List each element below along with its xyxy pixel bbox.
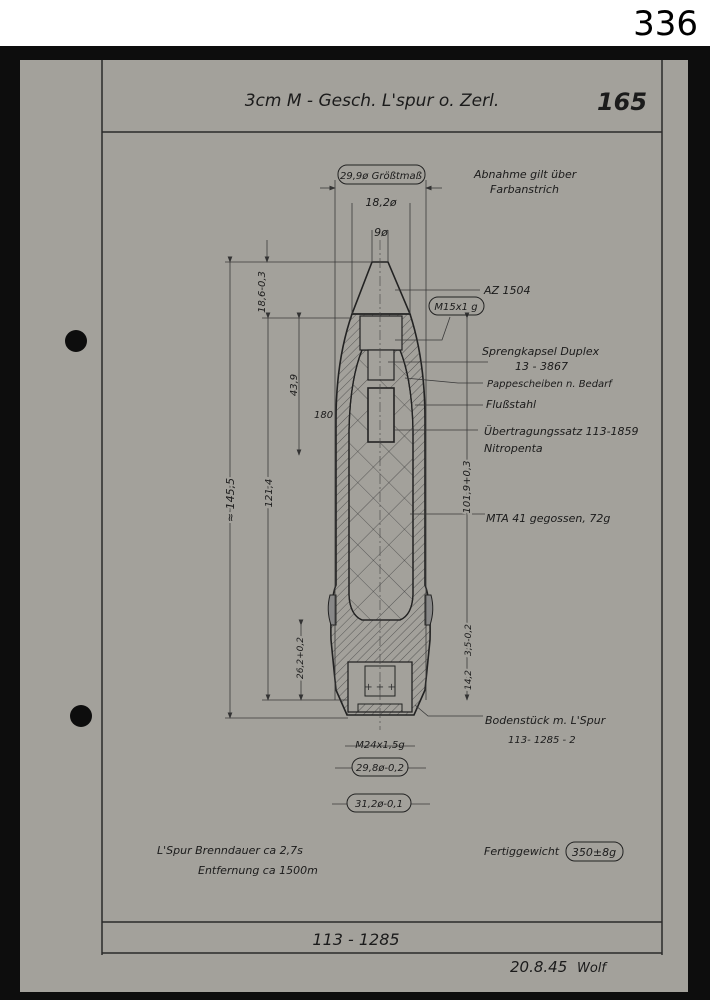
dimension-lines: [225, 180, 488, 805]
note-line1: Abnahme gilt über: [473, 168, 578, 181]
label-filling: MTA 41 gegossen, 72g: [486, 512, 610, 525]
dim-max-diameter: 29,9ø Größtmaß: [340, 171, 422, 182]
weight-label: Fertiggewicht: [484, 845, 560, 858]
date: 20.8.45: [510, 958, 567, 976]
label-booster-2: Nitropenta: [484, 442, 543, 455]
label-base-1: Bodenstück m. L'Spur: [485, 714, 607, 727]
explosive-filling: [348, 349, 414, 621]
projectile-section: + + +: [327, 240, 434, 730]
title-frame: [101, 60, 663, 955]
page-number: 336: [633, 4, 698, 44]
label-detonator-2: 13 - 3867: [515, 360, 568, 373]
label-booster-1: Übertragungssatz 113-1859: [484, 425, 639, 438]
weight-value: 350±8g: [572, 846, 616, 859]
dim-band-width: 3,5-0,2: [464, 624, 474, 656]
label-base-2: 113- 1285 - 2: [508, 735, 576, 746]
dim-band-diameter: 29,8ø-0,2: [356, 763, 404, 774]
signature: Wolf: [577, 961, 608, 976]
fuze-thread-box: [428, 296, 485, 316]
fuze-az1504: [350, 261, 412, 315]
fuze-thread: [359, 315, 403, 351]
label-discs: Pappescheiben n. Bedarf: [487, 379, 613, 390]
dim-base-thread: M24x1,5g: [355, 740, 405, 751]
dim-cavity-length: 101,9+0,3: [462, 461, 473, 514]
dim-total-length: ≈ 145,5: [224, 478, 237, 522]
tracer-range: Entfernung ca 1500m: [198, 864, 318, 877]
max-diameter-box: [337, 164, 426, 185]
label-detonator-1: Sprengkapsel Duplex: [482, 345, 600, 358]
detonator: [367, 349, 395, 381]
dim-tip-diameter: 9ø: [374, 226, 388, 239]
band-diameter-box: [351, 757, 409, 777]
rotating-band-box: [346, 793, 412, 813]
dim-upper-length: 43,9: [289, 374, 300, 396]
tracer-burn-time: L'Spur Brenndauer ca 2,7s: [157, 844, 303, 857]
weight-box: [565, 841, 624, 862]
booster: [367, 387, 395, 443]
sheet-title: 3cm M - Gesch. L'spur o. Zerl.: [245, 91, 500, 111]
punch-hole: [70, 705, 92, 727]
note-line2: Farbanstrich: [490, 183, 559, 196]
svg-text:+ + +: + + +: [364, 682, 396, 693]
dim-band-position: 26,2+0,2: [296, 637, 306, 679]
dim-fuze-thread: M15x1 g: [434, 302, 477, 313]
dim-radius: 180: [314, 410, 333, 421]
dim-fuze-length: 18,6-0,3: [257, 271, 268, 313]
dim-nose-diameter: 18,2ø: [365, 196, 396, 209]
dim-rotating-band-diameter: 31,2ø-0,1: [355, 799, 403, 810]
drawing-number: 113 - 1285: [312, 930, 399, 949]
punch-hole: [65, 330, 87, 352]
label-fuze: AZ 1504: [483, 284, 531, 297]
sheet-number: 165: [597, 88, 647, 116]
dim-body-length: 121,4: [264, 479, 275, 508]
label-steel: Flußstahl: [486, 398, 536, 411]
dim-base-depth: 14,2: [464, 670, 474, 690]
